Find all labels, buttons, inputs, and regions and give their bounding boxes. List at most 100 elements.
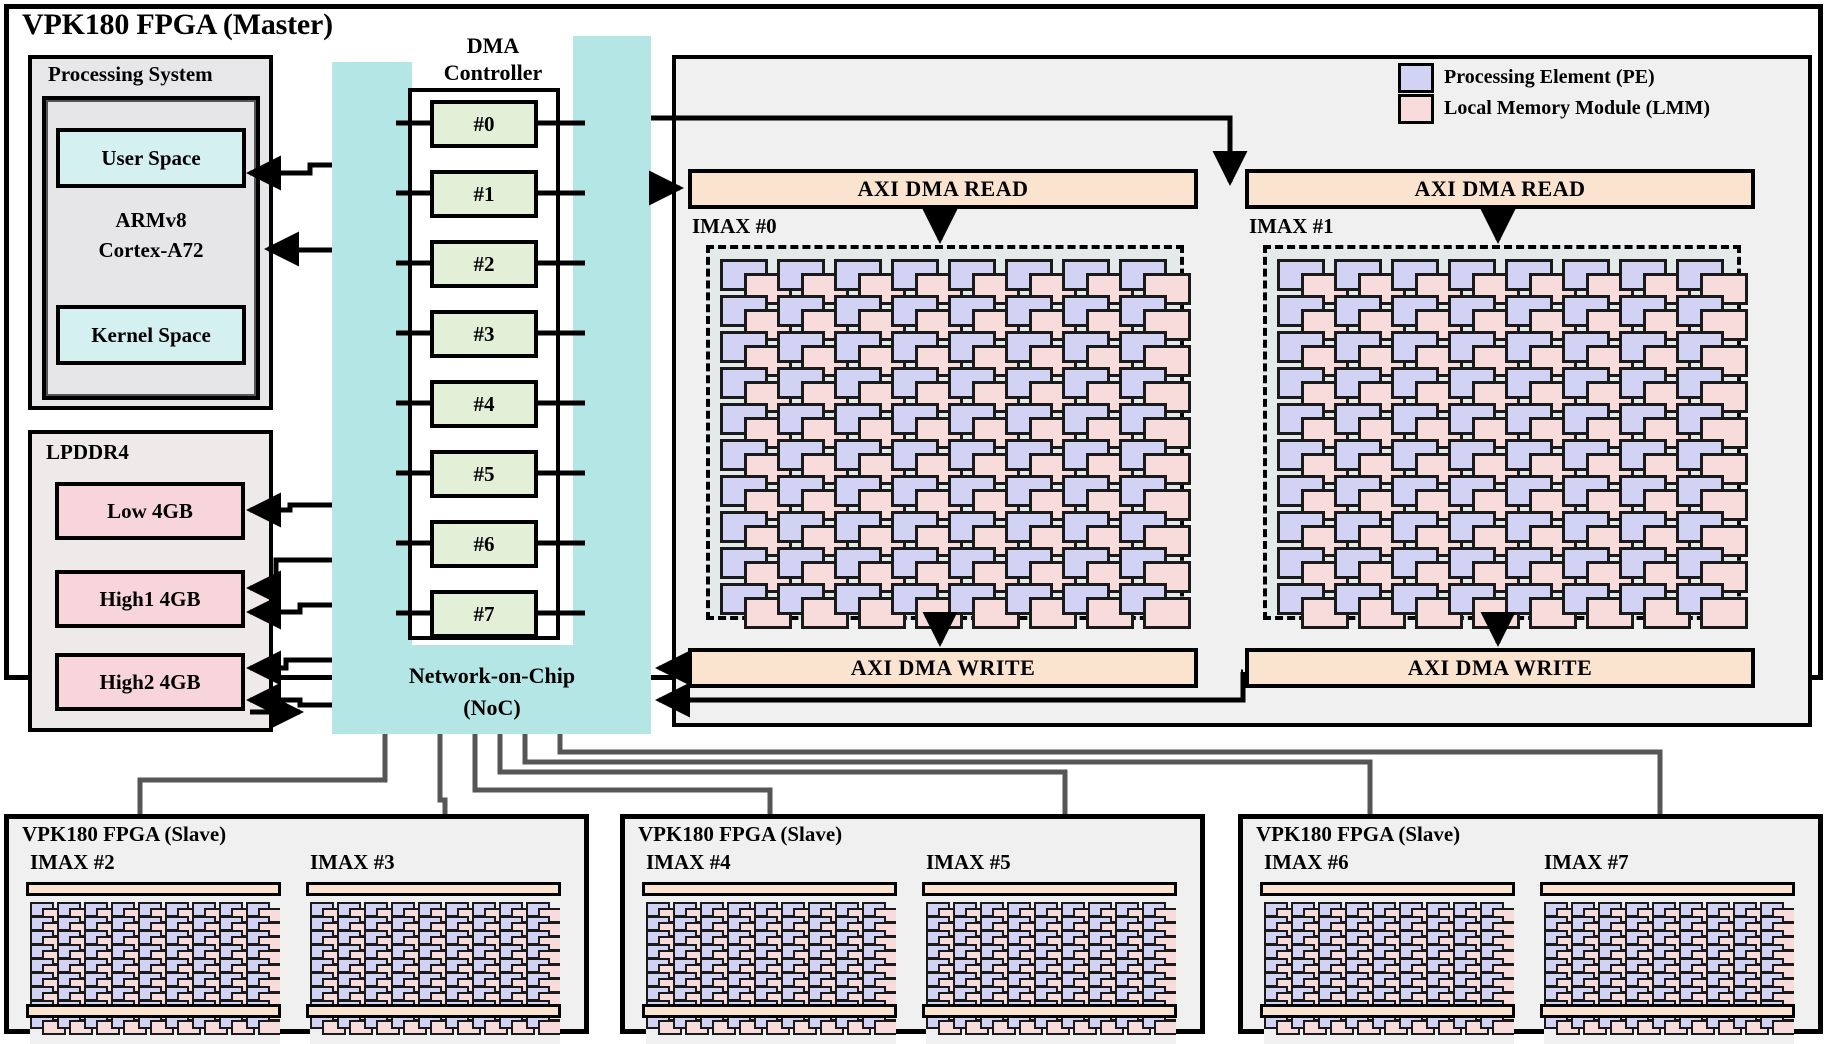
- slave-1-imax-label-1: IMAX #3: [310, 850, 395, 874]
- slave-1-read-bar-0: [26, 882, 281, 896]
- slave-3-read-bar-0: [1260, 882, 1515, 896]
- slave-array-row: [926, 958, 1176, 979]
- local-memory-module: [258, 1020, 280, 1035]
- local-memory-module: [874, 1020, 896, 1035]
- axi-dma-write-imax1: AXI DMA WRITE: [1245, 648, 1755, 688]
- slave-array-row: [926, 944, 1176, 965]
- imax1-row: [1277, 331, 1748, 377]
- slave-1-write-bar-0: [26, 1004, 281, 1018]
- slave-array-row: [1544, 972, 1794, 993]
- slave-2-read-bar-1: [922, 882, 1177, 896]
- slave-array-row: [1264, 944, 1514, 965]
- imax0-row: [720, 475, 1191, 521]
- lpddr4-title: LPDDR4: [46, 440, 129, 464]
- noc-label: Network-on-Chip (NoC): [332, 660, 652, 724]
- slave-1-imax-label-0: IMAX #2: [30, 850, 115, 874]
- imax0-pe-array: [706, 245, 1191, 629]
- slave-2-pe-array-0: [646, 902, 896, 1044]
- slave-array-row: [646, 902, 896, 923]
- user-space-box: User Space: [56, 128, 246, 188]
- imax1-row: [1277, 511, 1748, 557]
- imax0-row: [720, 511, 1191, 557]
- slave-array-row: [926, 916, 1176, 937]
- local-memory-module: [1143, 345, 1191, 377]
- slave-array-row: [1264, 916, 1514, 937]
- slave-array-row: [310, 986, 560, 1007]
- cpu-label-line1: ARMv8: [115, 208, 187, 232]
- memory-bank-high2: High2 4GB: [55, 653, 245, 711]
- noc-bottom-bus: [332, 645, 651, 734]
- axi-dma-read-imax0: AXI DMA READ: [688, 169, 1198, 209]
- slave-array-row: [646, 972, 896, 993]
- slave-array-row: [646, 986, 896, 1007]
- imax0-row: [720, 367, 1191, 413]
- imax1-label: IMAX #1: [1249, 214, 1334, 238]
- legend-row-lmm: Local Memory Module (LMM): [1398, 93, 1798, 124]
- slave-array-row: [1544, 902, 1794, 923]
- slave-array-row: [1544, 916, 1794, 937]
- local-memory-module: [1772, 1020, 1794, 1035]
- imax0-row: [720, 439, 1191, 485]
- imax0-row: [720, 259, 1191, 305]
- imax1-pe-array: [1263, 245, 1748, 629]
- imax1-row: [1277, 295, 1748, 341]
- axi-dma-read-imax1: AXI DMA READ: [1245, 169, 1755, 209]
- imax1-row: [1277, 475, 1748, 521]
- slave-array-row: [30, 930, 280, 951]
- slave-2-pe-array-1: [926, 902, 1176, 1044]
- slave-3-imax-label-1: IMAX #7: [1544, 850, 1629, 874]
- slave-2-read-bar-0: [642, 882, 897, 896]
- dma-title-line1: DMA: [466, 33, 520, 58]
- legend-label-pe: Processing Element (PE): [1444, 66, 1655, 88]
- slave-array-row: [1264, 902, 1514, 923]
- slave-array-row: [646, 958, 896, 979]
- local-memory-module: [1700, 597, 1748, 629]
- slave-array-row: [646, 930, 896, 951]
- slave-array-row: [926, 902, 1176, 923]
- processing-system-title: Processing System: [48, 62, 213, 86]
- local-memory-module: [1143, 309, 1191, 341]
- slave-array-row: [1264, 930, 1514, 951]
- slave-array-row: [310, 944, 560, 965]
- dma-channel-0[interactable]: #0: [430, 100, 538, 148]
- slave-array-row: [1544, 930, 1794, 951]
- slave-array-row: [646, 916, 896, 937]
- legend: Processing Element (PE) Local Memory Mod…: [1398, 62, 1798, 124]
- legend-label-lmm: Local Memory Module (LMM): [1444, 97, 1711, 119]
- legend-swatch-pe: [1398, 62, 1434, 93]
- dma-channel-1[interactable]: #1: [430, 170, 538, 218]
- slave-3-imax-label-0: IMAX #6: [1264, 850, 1349, 874]
- cpu-label: ARMv8 Cortex-A72: [56, 205, 246, 265]
- slave-2-write-bar-0: [642, 1004, 897, 1018]
- dma-title-line2: Controller: [443, 60, 543, 85]
- master-fpga-title: VPK180 FPGA (Master): [22, 8, 333, 41]
- slave-3-pe-array-0: [1264, 902, 1514, 1044]
- slave-array-row: [30, 944, 280, 965]
- slave-array-row: [310, 972, 560, 993]
- imax0-row: [720, 295, 1191, 341]
- legend-row-pe: Processing Element (PE): [1398, 62, 1798, 93]
- imax0-row: [720, 331, 1191, 377]
- kernel-space-box: Kernel Space: [56, 305, 246, 365]
- imax1-row: [1277, 439, 1748, 485]
- dma-channel-5[interactable]: #5: [430, 450, 538, 498]
- local-memory-module: [1143, 417, 1191, 449]
- local-memory-module: [1492, 1020, 1514, 1035]
- axi-dma-write-imax0: AXI DMA WRITE: [688, 648, 1198, 688]
- slave-array-row: [1544, 958, 1794, 979]
- slave-array-row: [30, 902, 280, 923]
- dma-channel-4[interactable]: #4: [430, 380, 538, 428]
- imax0-label: IMAX #0: [692, 214, 777, 238]
- dma-channel-7[interactable]: #7: [430, 590, 538, 638]
- slave-fpga-2-title: VPK180 FPGA (Slave): [638, 822, 843, 846]
- slave-2-imax-label-0: IMAX #4: [646, 850, 731, 874]
- slave-array-row: [30, 958, 280, 979]
- memory-bank-low: Low 4GB: [55, 482, 245, 540]
- slave-array-row: [1544, 944, 1794, 965]
- slave-3-pe-array-1: [1544, 902, 1794, 1044]
- slave-3-write-bar-1: [1540, 1004, 1795, 1018]
- dma-channel-2[interactable]: #2: [430, 240, 538, 288]
- dma-channel-6[interactable]: #6: [430, 520, 538, 568]
- dma-channel-3[interactable]: #3: [430, 310, 538, 358]
- slave-array-row: [30, 916, 280, 937]
